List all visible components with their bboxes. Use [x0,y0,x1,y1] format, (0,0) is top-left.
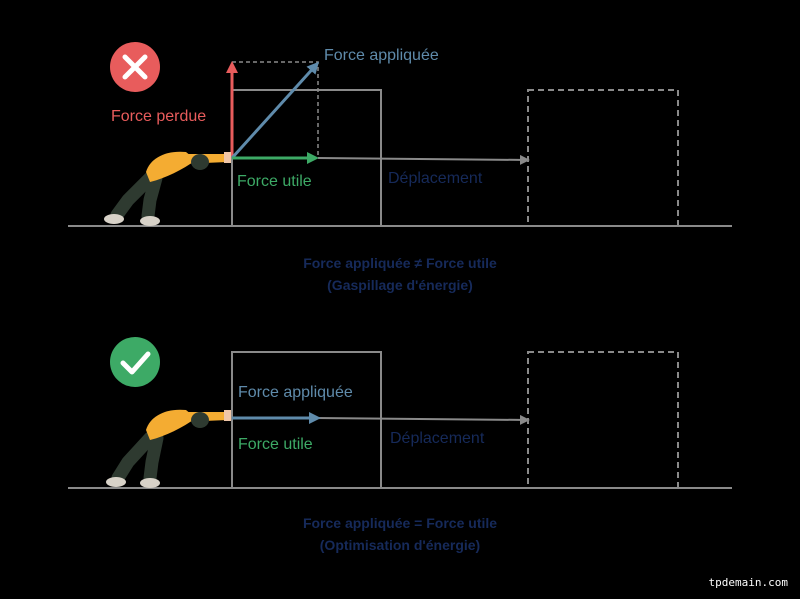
label-useful-force: Force utile [237,173,312,190]
watermark: tpdemain.com [708,576,788,589]
label-displacement: Déplacement [388,170,483,187]
person-pushing [106,409,231,488]
label-applied-force: Force appliquée [324,47,439,64]
cross-icon [122,54,148,80]
label-useful-force: Force utile [238,436,313,453]
wrong-badge [110,42,160,92]
caption-line2: (Gaspillage d'énergie) [327,277,473,293]
panel-optimized-energy: Force appliquée Force utile Déplacement … [68,337,732,553]
caption-line1: Force appliquée ≠ Force utile [303,255,497,271]
box [231,351,382,489]
label-lost-force: Force perdue [111,108,206,125]
label-applied-force: Force appliquée [238,384,353,401]
caption-line1: Force appliquée = Force utile [303,515,497,531]
displacement-arrow [317,154,530,165]
displacement-arrow [315,414,530,425]
caption-line2: (Optimisation d'énergie) [320,537,480,553]
box-target-dashed [527,351,679,489]
applied-force-arrow [230,61,320,160]
check-icon [120,351,151,375]
box-target-dashed [527,89,679,227]
correct-badge [110,337,160,387]
person-pushing [104,151,231,226]
panel-wasted-energy: Force appliquée Force perdue Force utile… [68,42,732,293]
label-displacement: Déplacement [390,430,485,447]
